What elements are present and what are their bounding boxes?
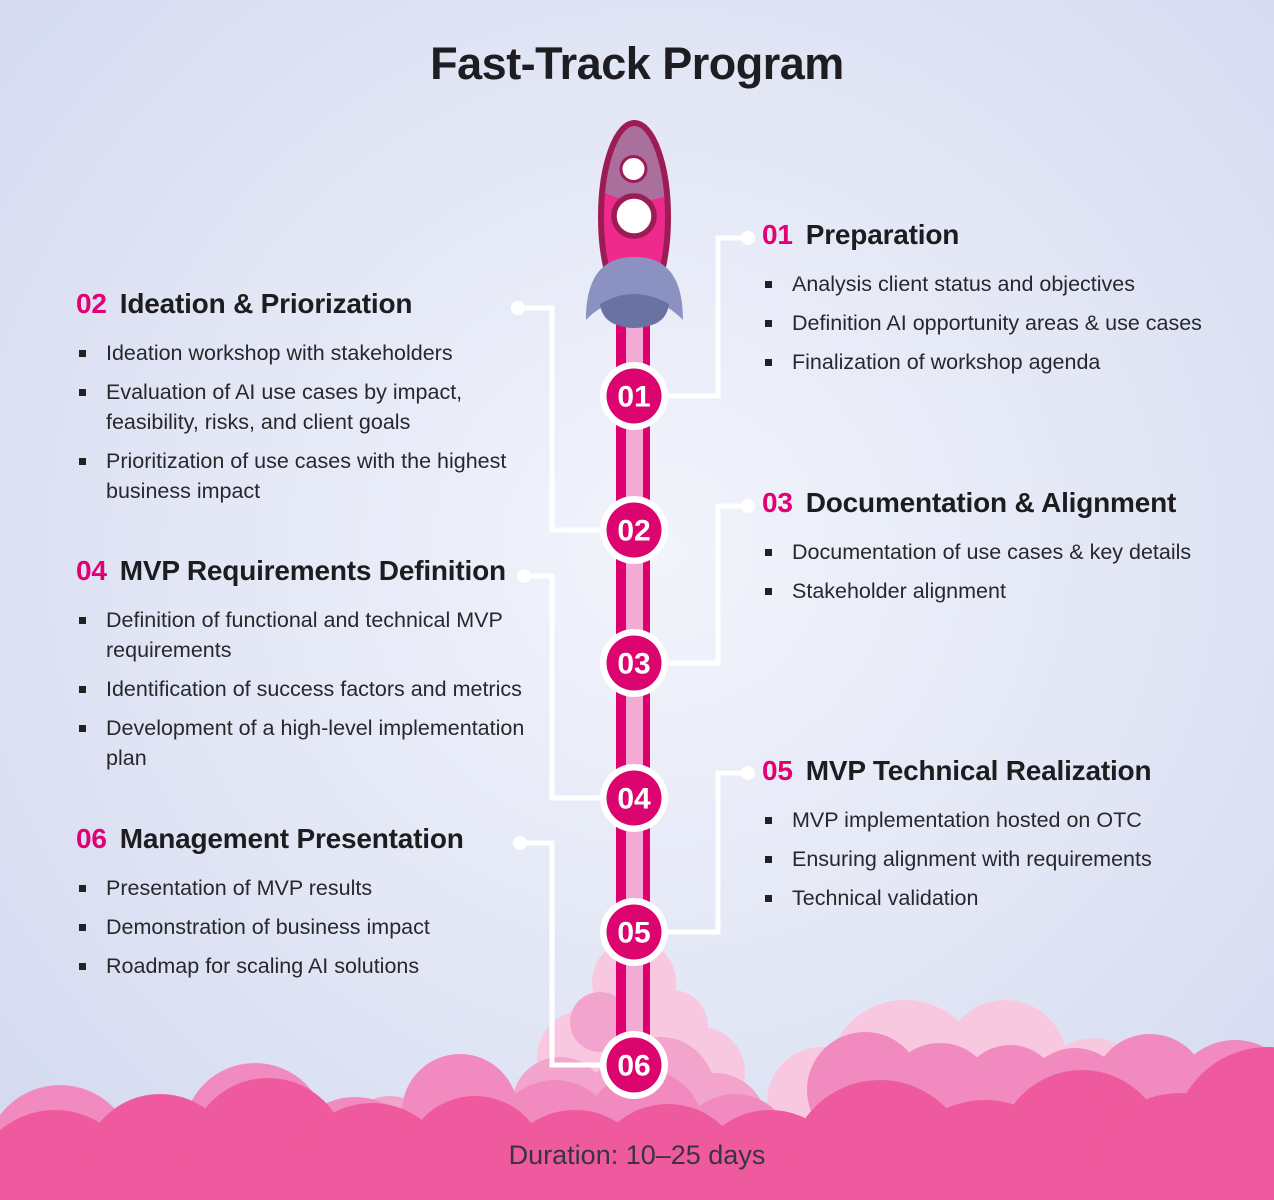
- section-mvp-technical-realization: 05 MVP Technical Realization MVP impleme…: [762, 755, 1232, 922]
- section-01-number: 01: [762, 219, 793, 250]
- connector-01: [668, 235, 748, 399]
- section-03-heading: 03 Documentation & Alignment: [762, 487, 1242, 519]
- section-04-heading: 04 MVP Requirements Definition: [76, 555, 528, 587]
- node-04-label: 04: [617, 783, 651, 816]
- duration-label: Duration: 10–25 days: [508, 1140, 766, 1170]
- section-03-number: 03: [762, 487, 793, 518]
- bullet-item: Technical validation: [762, 883, 1232, 913]
- bullet-item: MVP implementation hosted on OTC: [762, 805, 1232, 835]
- bullet-item: Analysis client status and objectives: [762, 269, 1232, 299]
- section-05-heading: 05 MVP Technical Realization: [762, 755, 1232, 787]
- section-04-number: 04: [76, 555, 107, 586]
- bullet-item: Ensuring alignment with requirements: [762, 844, 1232, 874]
- rocket-window-small: [619, 155, 648, 183]
- bullet-item: Evaluation of AI use cases by impact, fe…: [76, 377, 528, 437]
- section-05-bullets: MVP implementation hosted on OTC Ensurin…: [762, 805, 1232, 913]
- rocket-window-large: [611, 193, 657, 239]
- section-ideation-priorization: 02 Ideation & Priorization Ideation work…: [76, 288, 528, 515]
- section-02-title: Ideation & Priorization: [119, 288, 413, 319]
- rocket-fins: [586, 257, 683, 320]
- connector-03: [668, 503, 748, 666]
- section-04-bullets: Definition of functional and technical M…: [76, 605, 528, 773]
- section-01-title: Preparation: [805, 219, 960, 250]
- section-01-heading: 01 Preparation: [762, 219, 1232, 251]
- page-title: Fast-Track Program: [430, 38, 844, 89]
- section-04-title: MVP Requirements Definition: [119, 555, 506, 586]
- section-06-bullets: Presentation of MVP results Demonstratio…: [76, 873, 528, 981]
- section-05-title: MVP Technical Realization: [805, 755, 1152, 786]
- section-01-bullets: Analysis client status and objectives De…: [762, 269, 1232, 377]
- section-06-title: Management Presentation: [119, 823, 464, 854]
- bullet-item: Prioritization of use cases with the hig…: [76, 446, 528, 506]
- section-03-title: Documentation & Alignment: [805, 487, 1177, 518]
- section-03-bullets: Documentation of use cases & key details…: [762, 537, 1242, 606]
- bullet-item: Identification of success factors and me…: [76, 674, 528, 704]
- node-01-label: 01: [617, 381, 650, 414]
- bullet-item: Definition AI opportunity areas & use ca…: [762, 308, 1232, 338]
- bullet-item: Roadmap for scaling AI solutions: [76, 951, 528, 981]
- section-02-bullets: Ideation workshop with stakeholders Eval…: [76, 338, 528, 506]
- section-02-heading: 02 Ideation & Priorization: [76, 288, 528, 320]
- connector-dots: [511, 231, 755, 850]
- timeline-node-03: 03: [600, 629, 668, 697]
- bullet-item: Demonstration of business impact: [76, 912, 528, 942]
- node-05-label: 05: [617, 917, 650, 950]
- bullet-item: Presentation of MVP results: [76, 873, 528, 903]
- connector-06: [520, 840, 600, 1068]
- connector-04: [524, 573, 600, 801]
- timeline-nodes: 01 02 03 04 05: [600, 362, 668, 1099]
- bullet-item: Ideation workshop with stakeholders: [76, 338, 528, 368]
- node-06-label: 06: [617, 1050, 650, 1083]
- node-03-label: 03: [617, 648, 650, 681]
- bullet-item: Documentation of use cases & key details: [762, 537, 1242, 567]
- bullet-item: Finalization of workshop agenda: [762, 347, 1232, 377]
- timeline-node-01: 01: [600, 362, 668, 430]
- timeline-node-05: 05: [600, 898, 668, 966]
- rocket-engine: [600, 294, 669, 328]
- timeline-node-02: 02: [600, 496, 668, 564]
- cloud-front-layer: [0, 1047, 1274, 1200]
- connector-02: [518, 305, 600, 533]
- section-mvp-requirements: 04 MVP Requirements Definition Definitio…: [76, 555, 528, 782]
- timeline-node-06: 06: [600, 1031, 668, 1099]
- section-06-number: 06: [76, 823, 107, 854]
- timeline-node-04: 04: [600, 764, 668, 832]
- bullet-item: Stakeholder alignment: [762, 576, 1242, 606]
- section-05-number: 05: [762, 755, 793, 786]
- section-preparation: 01 Preparation Analysis client status an…: [762, 219, 1232, 386]
- bullet-item: Definition of functional and technical M…: [76, 605, 528, 665]
- section-management-presentation: 06 Management Presentation Presentation …: [76, 823, 528, 990]
- node-02-label: 02: [617, 515, 650, 548]
- section-02-number: 02: [76, 288, 107, 319]
- connector-lines: [511, 231, 755, 1068]
- connector-05: [668, 770, 748, 935]
- bullet-item: Development of a high-level implementati…: [76, 713, 528, 773]
- rocket-illustration: [586, 120, 683, 328]
- section-06-heading: 06 Management Presentation: [76, 823, 528, 855]
- section-documentation-alignment: 03 Documentation & Alignment Documentati…: [762, 487, 1242, 615]
